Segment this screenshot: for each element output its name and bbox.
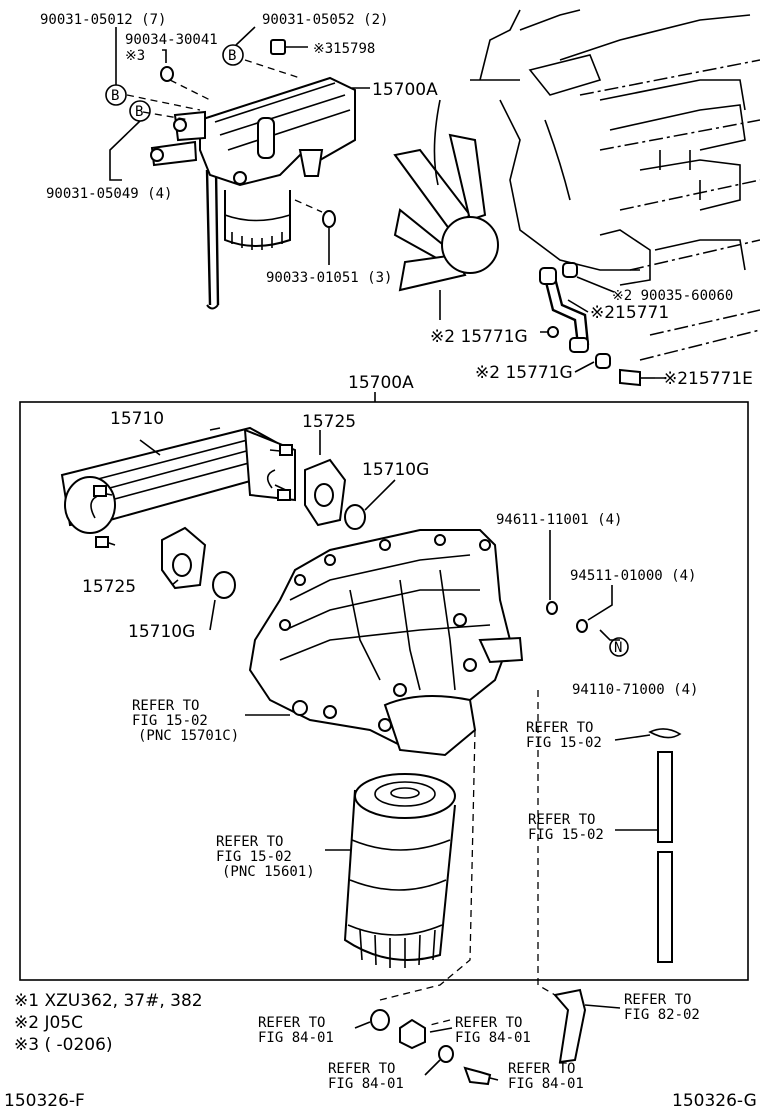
label-15710g-a: 15710G bbox=[362, 460, 429, 480]
oil-cooler-assembly-top: B B B bbox=[105, 26, 370, 310]
ref3-line2: FIG 15-02 bbox=[528, 827, 604, 843]
ref1-line2: FIG 15-02 bbox=[132, 713, 208, 729]
label-15725-b: 15725 bbox=[82, 577, 136, 597]
ref2-line1: REFER TO bbox=[526, 720, 593, 736]
label-15771g-a: ※2 15771G bbox=[430, 327, 528, 347]
ref8-line2: FIG 84-01 bbox=[508, 1076, 584, 1092]
footer-right-code: 150326-G bbox=[672, 1091, 757, 1111]
ref2-line2: FIG 15-02 bbox=[526, 735, 602, 751]
label-94110-71000: 94110-71000 (4) bbox=[572, 682, 698, 698]
footer-left-code: 150326-F bbox=[4, 1091, 85, 1111]
note-3: ※3 ( -0206) bbox=[14, 1035, 113, 1055]
marker-b-2: B bbox=[135, 104, 143, 120]
ref1-line1: REFER TO bbox=[132, 698, 199, 714]
oil-cooler-element bbox=[60, 426, 296, 548]
label-15710: 15710 bbox=[110, 409, 164, 429]
label-94611-11001: 94611-11001 (4) bbox=[496, 512, 622, 528]
note-2: ※2 J05C bbox=[14, 1013, 83, 1033]
marker-n: N bbox=[614, 640, 622, 656]
ref5-line2: FIG 84-01 bbox=[258, 1030, 334, 1046]
marker-b-1: B bbox=[111, 88, 119, 104]
ref4-line3: (PNC 15601) bbox=[222, 864, 315, 880]
dipstick-parts bbox=[648, 728, 682, 963]
assembly-frame bbox=[19, 401, 749, 981]
label-15710g-b: 15710G bbox=[128, 622, 195, 642]
engine-illustration bbox=[393, 9, 760, 387]
label-215771e: ※215771E bbox=[663, 369, 753, 389]
ref7-line1: REFER TO bbox=[328, 1061, 395, 1077]
bottom-fittings bbox=[354, 988, 621, 1086]
label-15700a-top: 15700A bbox=[372, 80, 438, 100]
ref3-line1: REFER TO bbox=[528, 812, 595, 828]
label-315798: ※315798 bbox=[313, 41, 375, 57]
label-90034-30041: 90034-30041 bbox=[125, 32, 218, 48]
note-1: ※1 XZU362, 37#, 382 bbox=[14, 991, 203, 1011]
label-note3-top: ※3 bbox=[125, 48, 145, 64]
label-90031-05052: 90031-05052 (2) bbox=[262, 12, 388, 28]
ref6-line1: REFER TO bbox=[455, 1015, 522, 1031]
label-215771: ※215771 bbox=[590, 303, 669, 323]
label-94511-01000: 94511-01000 (4) bbox=[570, 568, 696, 584]
label-90033-01051: 90033-01051 (3) bbox=[266, 270, 392, 286]
ref4-line2: FIG 15-02 bbox=[216, 849, 292, 865]
ref1-line3: (PNC 15701C) bbox=[138, 728, 239, 744]
ref6-line2: FIG 84-01 bbox=[455, 1030, 531, 1046]
ref9-line2: FIG 82-02 bbox=[624, 1007, 700, 1023]
label-90035-60060: ※2 90035-60060 bbox=[612, 288, 733, 304]
ref8-line1: REFER TO bbox=[508, 1061, 575, 1077]
label-90031-05049: 90031-05049 (4) bbox=[46, 186, 172, 202]
label-15700a-box: 15700A bbox=[348, 373, 414, 393]
label-15771g-b: ※2 15771G bbox=[475, 363, 573, 383]
gaskets-and-orings bbox=[161, 458, 588, 633]
oil-filter bbox=[343, 773, 456, 968]
ref9-line1: REFER TO bbox=[624, 992, 691, 1008]
ref5-line1: REFER TO bbox=[258, 1015, 325, 1031]
ref4-line1: REFER TO bbox=[216, 834, 283, 850]
label-90031-05012: 90031-05012 (7) bbox=[40, 12, 166, 28]
marker-b-3: B bbox=[228, 48, 236, 64]
label-15725-a: 15725 bbox=[302, 412, 356, 432]
cooler-base-housing bbox=[248, 529, 524, 757]
ref7-line2: FIG 84-01 bbox=[328, 1076, 404, 1092]
